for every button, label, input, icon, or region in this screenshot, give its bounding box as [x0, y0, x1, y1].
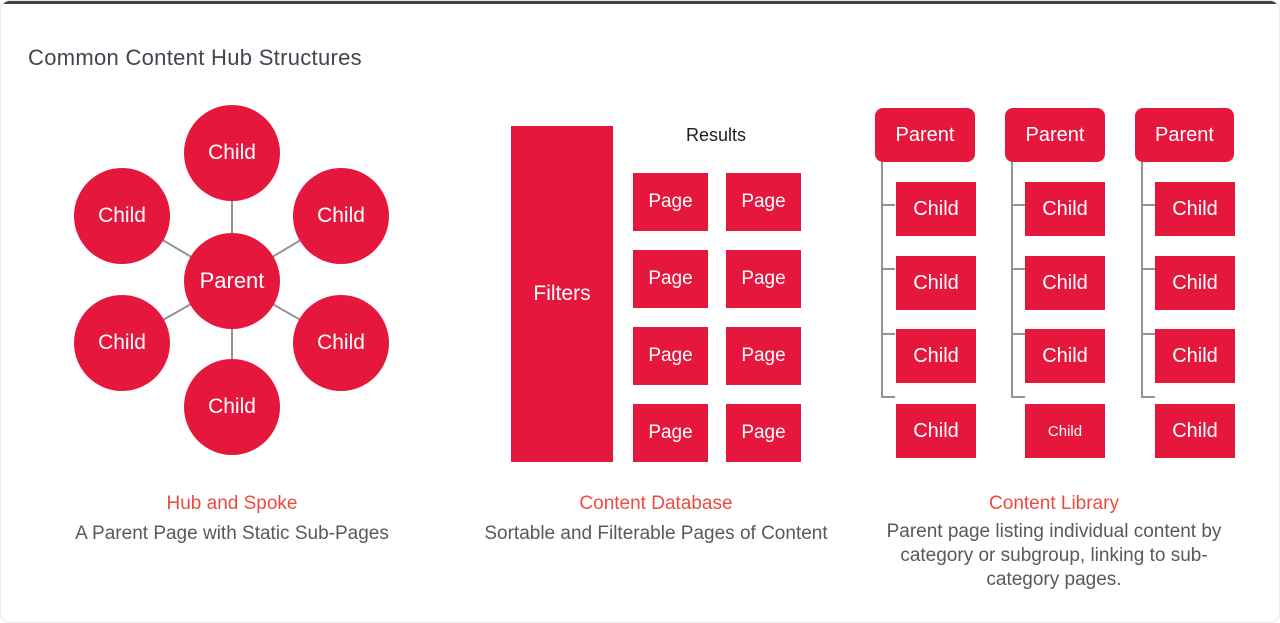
library-child-box: Child: [896, 182, 976, 236]
page-tile: Page: [633, 404, 708, 462]
library-child-box: Child: [896, 256, 976, 310]
library-parent-box: Parent: [875, 108, 975, 162]
page-tile: Page: [633, 173, 708, 231]
library-child-box: Child: [1155, 404, 1235, 458]
page-tile: Page: [633, 327, 708, 385]
hub-child-node-bottom: Child: [184, 359, 280, 455]
hub-parent-node: Parent: [184, 233, 280, 329]
hub-child-node-upper-right: Child: [293, 168, 389, 264]
page-title: Common Content Hub Structures: [28, 45, 362, 70]
library-child-box: Child: [1155, 256, 1235, 310]
page-tile: Page: [726, 327, 801, 385]
results-heading: Results: [685, 125, 747, 145]
caption-content-library: Content Library: [989, 493, 1119, 514]
library-child-box: Child: [1155, 329, 1235, 383]
library-child-box: Child: [1025, 182, 1105, 236]
page-tile: Page: [633, 250, 708, 308]
caption-hub-and-spoke: Hub and Spoke: [166, 493, 298, 514]
page-tile: Page: [726, 404, 801, 462]
subtitle-content-database: Sortable and Filterable Pages of Content: [484, 523, 828, 544]
hub-child-node-upper-left: Child: [74, 168, 170, 264]
library-child-box: Child: [1155, 182, 1235, 236]
library-child-box: Child: [1025, 329, 1105, 383]
library-child-box: Child: [1025, 404, 1105, 458]
library-parent-box: Parent: [1005, 108, 1105, 162]
caption-content-database: Content Database: [579, 493, 733, 514]
top-edge-strip: [1, 1, 1279, 4]
page-tile: Page: [726, 250, 801, 308]
hub-child-node-lower-left: Child: [74, 295, 170, 391]
library-child-box: Child: [896, 329, 976, 383]
hub-child-node-lower-right: Child: [293, 295, 389, 391]
library-child-box: Child: [1025, 256, 1105, 310]
filters-panel: Filters: [511, 126, 613, 462]
library-child-box: Child: [896, 404, 976, 458]
page-tile: Page: [726, 173, 801, 231]
hub-child-node-top: Child: [184, 105, 280, 201]
library-parent-box: Parent: [1135, 108, 1234, 162]
subtitle-content-library: Parent page listing individual content b…: [886, 521, 1222, 590]
subtitle-hub-and-spoke: A Parent Page with Static Sub-Pages: [75, 523, 389, 544]
